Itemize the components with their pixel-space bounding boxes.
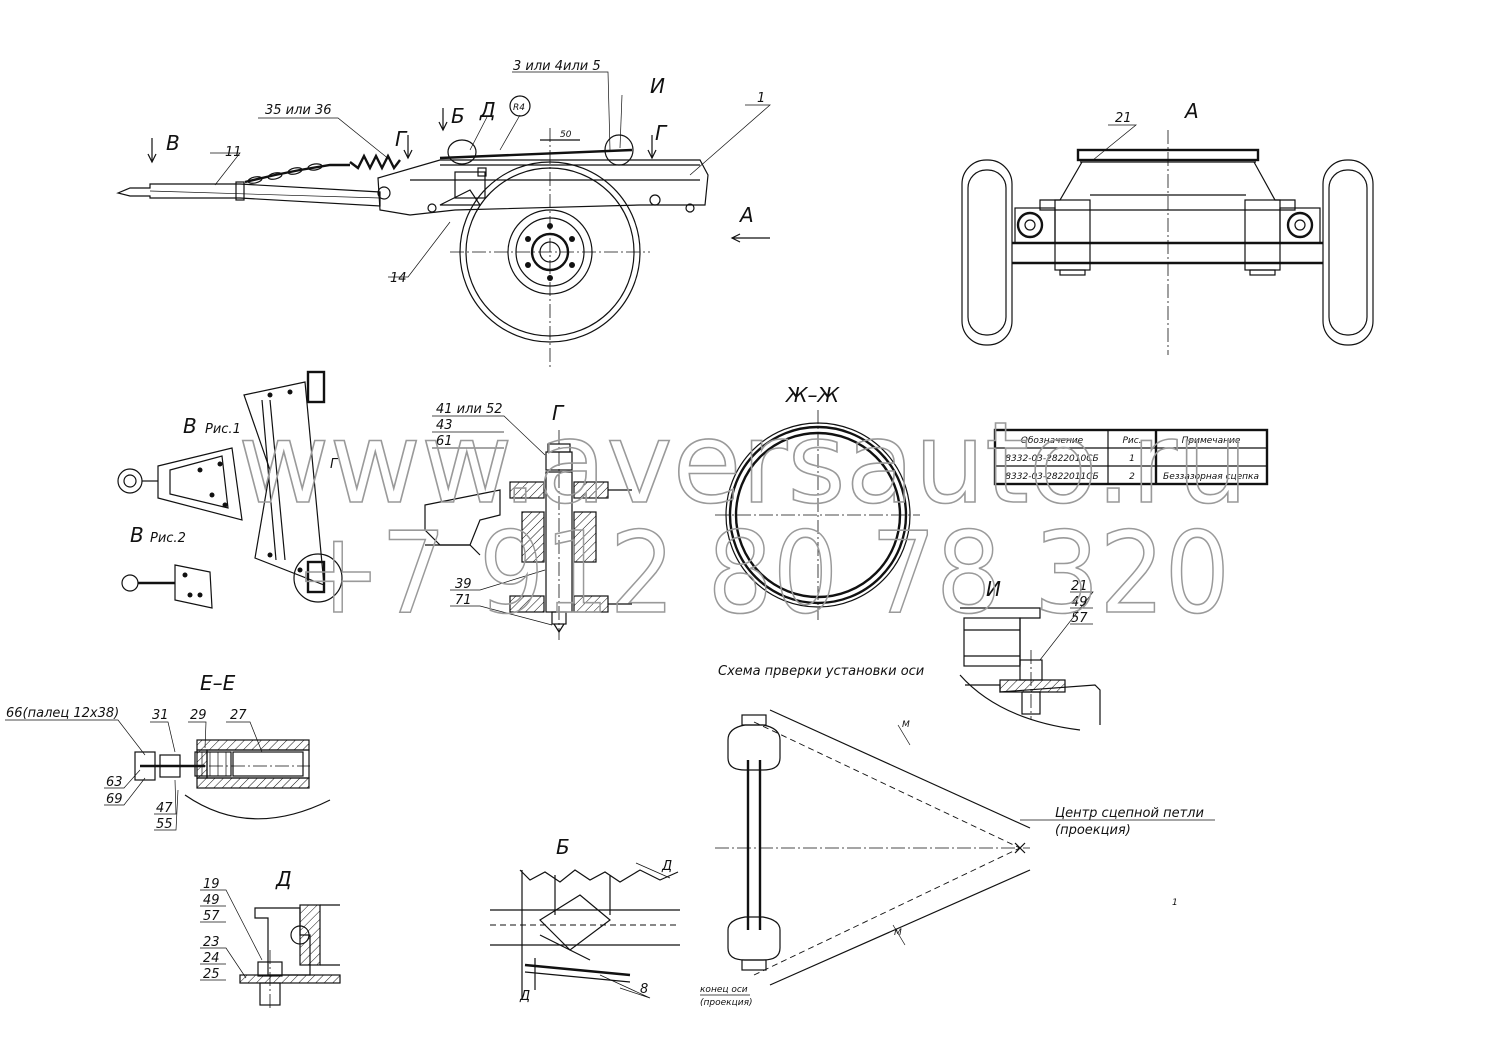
d-callout-23: 23 [203,935,220,950]
section-zh-title: Ж–Ж [784,383,841,407]
section-g-title: Г [552,401,565,425]
d-callout-24: 24 [203,951,220,966]
ee-callout-27: 27 [230,708,247,723]
scheme-dim-m-upper: М [902,720,910,730]
view-v: В Рис.1 В Рис.2 Г [117,370,343,609]
ee-callout-66: 66(палец 12х38) [6,706,119,721]
watermark-phone: +7 912 80 78 320 [295,509,1230,639]
callout-35-36: 35 или 36 [265,103,332,118]
section-arrow-g-right: Г [655,121,668,145]
ee-callout-55: 55 [156,817,173,832]
view-arrow-d: Д [479,98,496,122]
g-callout-43: 43 [436,418,453,433]
g-callout-61: 61 [436,434,453,449]
d-callout-25: 25 [203,967,220,982]
detail-b-d-mark: Д [661,859,672,874]
side-view: В Б Д Г Г И А 1 11 14 35 или 36 3 или 4и… [116,59,1137,368]
table-cell: 8332-03-2822010СБ [1005,454,1098,464]
i-callout-57: 57 [1071,611,1088,626]
detail-b: Б Д Д 8 [490,835,680,1004]
variant-table: Обозначение Рис. Примечание 8332-03-2822… [993,428,1269,486]
table-header-designation: Обозначение [1021,436,1084,446]
view-a: А 21 [961,99,1374,355]
d-callout-19: 19 [203,877,220,892]
i-callout-21: 21 [1071,579,1088,594]
section-g: Г 41 или 52 43 61 39 71 [424,401,632,640]
table-cell: 1 [1129,454,1135,464]
g-callout-41-52: 41 или 52 [436,402,503,417]
callout-21: 21 [1115,111,1132,126]
table-header-figure: Рис. [1122,436,1141,446]
table-header-note: Примечание [1182,436,1241,446]
callout-1: 1 [757,91,765,106]
ee-callout-63: 63 [106,775,123,790]
detail-i-title: И [986,577,1001,601]
scheme-axle-end-sub: (проекция) [700,998,753,1008]
view-v-ris2-sub: Рис.2 [150,531,186,546]
sheet-mark-1: 1 [1172,898,1178,908]
view-v-g-mark: Г [330,457,339,472]
scheme-axle-end: конец оси [700,985,748,995]
view-arrow-a: А [738,203,754,227]
scheme-dim-m-lower: М [894,928,902,938]
detail-d-title: Д [275,867,292,891]
callout-14: 14 [390,271,407,286]
detail-b-title: Б [556,835,570,859]
g-callout-71: 71 [455,593,472,608]
scheme-center-sub: (проекция) [1055,823,1131,838]
ee-callout-31: 31 [152,708,169,723]
watermark: www.aversauto.ru +7 912 80 78 320 [237,398,1249,640]
detail-d: Д 19 49 57 23 24 25 [200,867,341,1010]
ee-callout-69: 69 [106,792,123,807]
table-cell: Беззазорная сцепка [1163,472,1259,482]
view-v-ris1: В [183,414,197,438]
ee-callout-29: 29 [190,708,207,723]
g-callout-39: 39 [455,577,472,592]
table-cell: 2 [1129,472,1135,482]
detail-i: И 21 49 57 [959,577,1101,731]
dim-50: 50 [560,130,572,140]
view-v-ris2: В [130,523,144,547]
callout-11: 11 [225,145,242,160]
section-zh: Ж–Ж [715,383,920,620]
section-arrow-g-left: Г [395,127,408,151]
view-v-ris1-sub: Рис.1 [205,422,241,437]
scheme-center-label: Центр сцепной петли [1055,806,1204,821]
d-callout-57: 57 [203,909,220,924]
view-arrow-v: В [166,131,180,155]
table-cell: 8332-03-2822011СБ [1005,472,1098,482]
scheme-title: Схема прверки установки оси [718,664,924,679]
detail-b-d-mark-2: Д [519,989,530,1004]
ee-callout-47: 47 [156,801,173,816]
section-ee-title: Е–Е [200,671,236,695]
b-callout-8: 8 [640,982,648,997]
view-arrow-i: И [650,74,665,98]
callout-3-4-5: 3 или 4или 5 [513,59,601,74]
view-a-title: А [1183,99,1199,123]
dim-r4: R4 [513,103,525,113]
watermark-site: www.aversauto.ru [238,399,1248,529]
view-arrow-b: Б [451,104,465,128]
axle-check-scheme: Схема прверки установки оси Центр сцепно… [700,664,1215,1008]
i-callout-49: 49 [1071,595,1088,610]
section-ee: Е–Е 66(палец 12х38) 31 29 27 63 69 47 55 [5,671,331,832]
d-callout-49: 49 [203,893,220,908]
